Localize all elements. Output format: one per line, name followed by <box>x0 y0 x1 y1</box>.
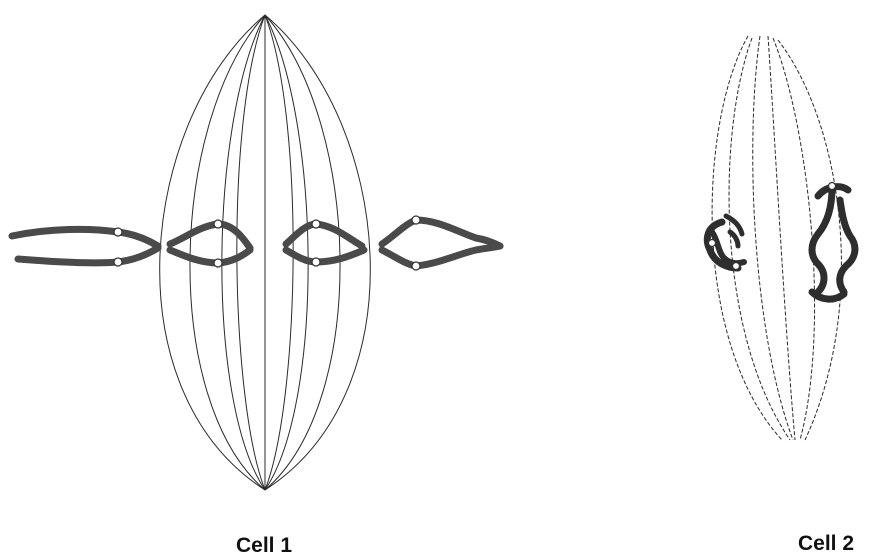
chromatid <box>12 229 158 246</box>
centromere <box>733 263 740 270</box>
cell-2-chromosome <box>812 183 855 300</box>
centromere <box>114 258 122 266</box>
centromere <box>412 216 420 224</box>
chromatid <box>730 232 738 246</box>
cell-1: Cell 1 <box>12 15 500 557</box>
chromatid <box>812 188 832 292</box>
centromere <box>312 220 320 228</box>
cell-1-spindle-fiber <box>190 15 265 490</box>
cell-1-chromosome <box>12 228 158 266</box>
cell-2-label: Cell 2 <box>798 532 854 555</box>
centromere <box>412 262 420 270</box>
cell-2-spindle-fiber <box>773 38 815 440</box>
cell-1-label: Cell 1 <box>236 534 292 557</box>
cell-2: Cell 2 <box>707 36 855 555</box>
cell-1-spindle <box>160 15 371 490</box>
cell-1-chromosome <box>382 216 500 270</box>
chromatid <box>18 248 158 263</box>
chromatid <box>382 246 500 266</box>
cell-1-chromosome <box>170 220 250 267</box>
chromatid <box>170 224 250 248</box>
chromatid <box>286 250 364 262</box>
centromere <box>114 228 122 236</box>
chromatid <box>812 292 844 299</box>
centromere <box>312 258 320 266</box>
chromatid <box>382 220 500 246</box>
centromere <box>214 220 222 228</box>
cell-2-spindle <box>712 36 841 440</box>
chromatid <box>170 250 250 263</box>
centromere <box>829 183 836 190</box>
cell-2-spindle-fiber <box>753 36 793 440</box>
cell-2-spindle-fiber <box>778 40 841 440</box>
cell-1-spindle-fiber <box>265 15 340 490</box>
cell-1-chromosome <box>286 220 364 266</box>
centromere <box>214 259 222 267</box>
chromatid <box>840 200 855 292</box>
cell-2-chromosome <box>707 216 744 270</box>
centromere <box>709 240 716 247</box>
chromatid <box>286 224 362 246</box>
